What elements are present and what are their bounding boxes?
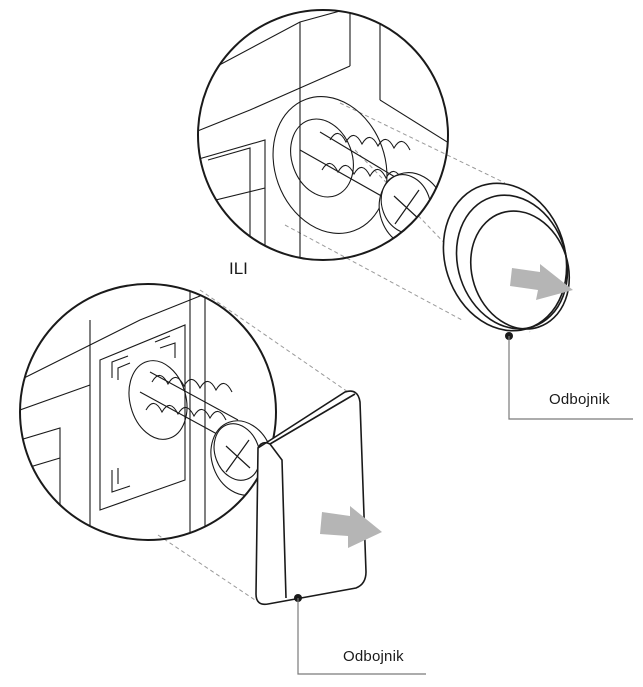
square-bumper-leader-line [297,598,426,675]
round-bumper-label: Odbojnik [549,391,610,408]
bottom-detail [19,283,426,675]
round-bumper-leader-line [508,336,633,420]
round-bumper-press-arrow [510,264,573,300]
square-bumper [255,390,367,606]
round-bumper [442,182,571,332]
top-magnifier-circle [197,9,449,261]
square-bumper-press-arrow [320,506,382,548]
bottom-magnifier-content [20,287,274,540]
square-bumper-label: Odbojnik [343,648,404,665]
bottom-magnifier-circle [19,283,277,541]
separator-label: ILI [229,259,248,278]
top-magnifier-content [198,10,448,260]
top-detail [197,9,633,420]
